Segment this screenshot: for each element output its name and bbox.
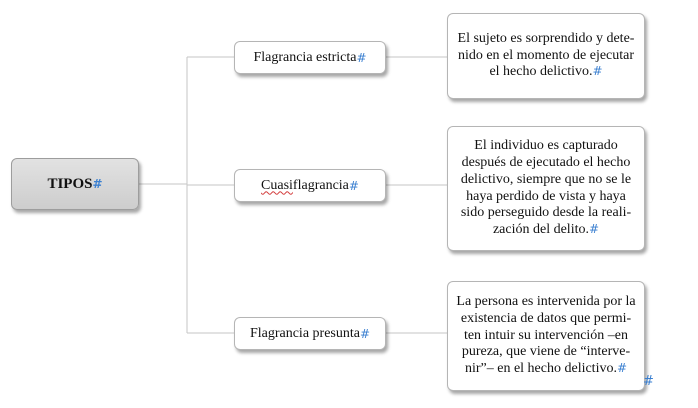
paragraph-mark: #: [616, 361, 628, 376]
type-label: Flagrancia estricta: [253, 49, 357, 65]
paragraph-mark: #: [348, 178, 359, 193]
paragraph-mark: #: [359, 326, 371, 341]
description-node-3: La persona es intervenida por la existen…: [447, 281, 645, 391]
description-text: La persona es intervenida por la existen…: [456, 294, 636, 377]
type-label: Flagrancia presunta: [249, 325, 360, 341]
paragraph-mark: #: [592, 64, 603, 79]
description-node-2: El individuo es capturado después de eje…: [447, 126, 645, 251]
type-label-misspelled-word: Cuasi: [261, 177, 293, 193]
description-text: El individuo es capturado después de eje…: [460, 138, 632, 238]
type-label: flagrancia: [292, 177, 349, 193]
paragraph-mark: #: [92, 177, 103, 191]
type-node-cuasi-flagrancia: Cuasi flagrancia#: [234, 169, 386, 202]
type-node-flagrancia-presunta: Flagrancia presunta#: [234, 317, 386, 350]
type-node-flagrancia-estricta: Flagrancia estricta#: [234, 41, 386, 74]
document-end-mark: #: [643, 374, 654, 389]
root-label: TIPOS: [47, 175, 93, 192]
description-node-1: El sujeto es sorprendido y dete-nido en …: [447, 13, 645, 99]
paragraph-mark: #: [356, 50, 367, 65]
paragraph-mark: #: [588, 222, 600, 237]
root-node: TIPOS#: [11, 158, 139, 210]
description-text: El sujeto es sorprendido y dete-nido en …: [457, 30, 635, 80]
